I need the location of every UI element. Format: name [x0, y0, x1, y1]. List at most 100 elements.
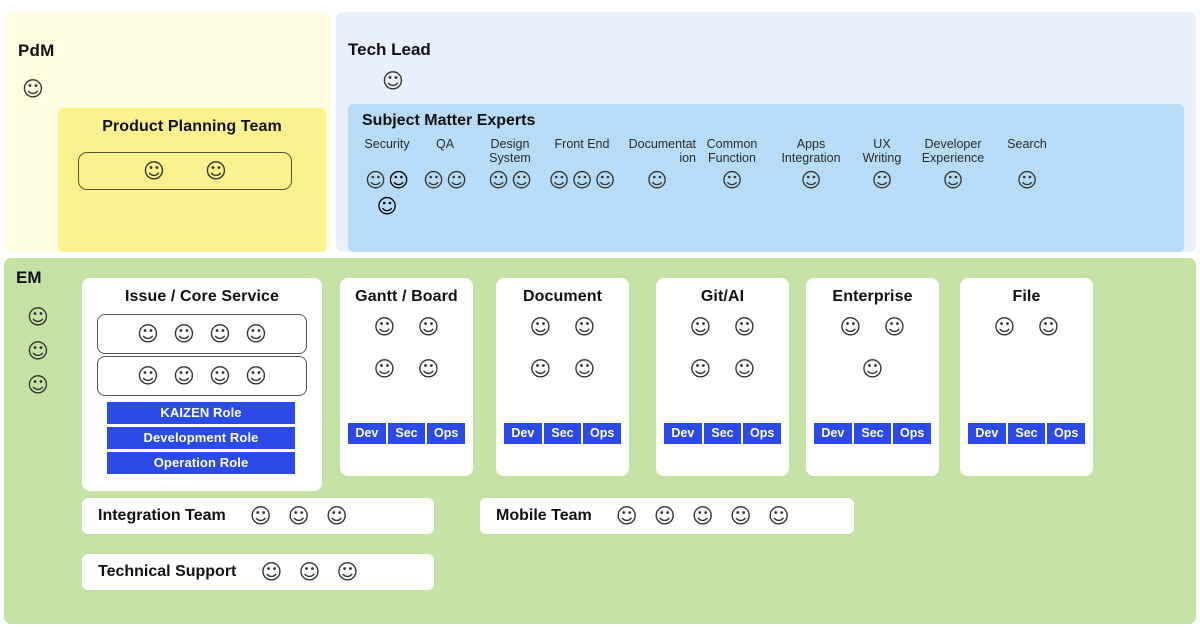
person-icon: ☺	[27, 339, 49, 363]
person-icon: ☺	[143, 159, 165, 183]
role-bar[interactable]: Development Role	[107, 427, 295, 449]
sme-column-members: ☺☺	[416, 170, 474, 191]
person-icon: ☺	[488, 168, 509, 192]
person-icon: ☺	[209, 322, 231, 346]
tag-ops[interactable]: Ops	[583, 423, 622, 444]
tag-dev[interactable]: Dev	[664, 423, 702, 444]
person-icon: ☺	[733, 357, 756, 381]
team-strip-technical-support[interactable]: Technical Support☺☺☺	[82, 554, 434, 590]
sme-column-security[interactable]: Security☺☺☺	[358, 137, 416, 247]
person-icon: ☺	[423, 168, 444, 192]
person-icon: ☺	[800, 168, 822, 192]
card-title: File	[1012, 288, 1041, 305]
sme-column-front-end[interactable]: Front End☺☺☺	[546, 137, 618, 247]
sme-column-members: ☺☺☺	[546, 170, 618, 191]
person-icon: ☺	[594, 168, 616, 192]
tag-sec[interactable]: Sec	[853, 423, 892, 444]
em-manager-faces: ☺ ☺ ☺	[27, 306, 49, 396]
sme-column-members: ☺	[996, 170, 1058, 191]
person-icon: ☺	[729, 504, 752, 528]
sme-column-design-system[interactable]: Design System☺☺	[474, 137, 546, 247]
tag-sec[interactable]: Sec	[703, 423, 742, 444]
person-icon: ☺	[388, 168, 409, 192]
person-icon: ☺	[27, 305, 49, 329]
sme-column-qa[interactable]: QA☺☺	[416, 137, 474, 247]
person-icon: ☺	[249, 504, 272, 528]
sme-column-members: ☺	[768, 170, 854, 191]
tag-sec[interactable]: Sec	[387, 423, 426, 444]
person-icon: ☺	[298, 560, 321, 584]
team-members: ☺☺☺	[236, 561, 358, 583]
sme-column-members: ☺	[854, 170, 910, 191]
person-icon: ☺	[548, 168, 570, 192]
sme-column-label: Apps Integration	[781, 137, 841, 165]
person-icon: ☺	[733, 315, 756, 339]
sme-column-ux-writing[interactable]: UX Writing☺	[854, 137, 910, 247]
person-icon: ☺	[573, 357, 596, 381]
person-icon: ☺	[173, 364, 195, 388]
subject-matter-experts-box: Subject Matter Experts Security☺☺☺QA☺☺De…	[348, 104, 1184, 252]
person-icon: ☺	[209, 364, 231, 388]
person-icon: ☺	[382, 69, 404, 93]
card-members: ☺☺☺☺	[340, 316, 473, 380]
tag-ops[interactable]: Ops	[743, 423, 782, 444]
sme-column-search[interactable]: Search☺	[996, 137, 1058, 247]
sme-column-members: ☺☺	[474, 170, 546, 191]
tag-dev[interactable]: Dev	[968, 423, 1006, 444]
em-label: EM	[16, 268, 42, 287]
tag-ops[interactable]: Ops	[1047, 423, 1086, 444]
product-planning-team-box: Product Planning Team ☺☺	[58, 108, 326, 252]
section-em: EM ☺☺☺ Issue / Core Service ☺☺☺☺ ☺☺☺☺ KA…	[4, 258, 1196, 624]
product-planning-team-title: Product Planning Team	[102, 118, 282, 135]
card-title: Document	[522, 288, 603, 305]
sme-column-members: ☺	[618, 170, 696, 191]
person-icon: ☺	[721, 168, 743, 192]
card-issue-core-service[interactable]: Issue / Core Service ☺☺☺☺ ☺☺☺☺ KAIZEN Ro…	[82, 278, 322, 491]
role-bar[interactable]: KAIZEN Role	[107, 402, 295, 424]
product-planning-team-members: ☺☺	[78, 152, 292, 190]
person-icon: ☺	[260, 560, 283, 584]
person-icon: ☺	[646, 168, 668, 192]
person-icon: ☺	[446, 168, 467, 192]
person-icon: ☺	[417, 357, 440, 381]
person-icon: ☺	[511, 168, 532, 192]
team-strip-integration-team[interactable]: Integration Team☺☺☺	[82, 498, 434, 534]
sme-column-apps-integration[interactable]: Apps Integration ☺	[768, 137, 854, 247]
person-icon: ☺	[27, 373, 49, 397]
sme-column-documentat-ion[interactable]: Documentat ion☺	[618, 137, 696, 247]
tag-dev[interactable]: Dev	[814, 423, 852, 444]
person-icon: ☺	[529, 357, 552, 381]
tag-dev[interactable]: Dev	[348, 423, 386, 444]
sme-column-list: Security☺☺☺QA☺☺Design System☺☺Front End☺…	[358, 137, 1178, 247]
sme-column-common-function[interactable]: Common Function ☺	[696, 137, 768, 247]
person-icon: ☺	[1037, 315, 1060, 339]
tag-dev[interactable]: Dev	[504, 423, 542, 444]
tech-lead-label: Tech Lead	[348, 40, 431, 59]
person-icon: ☺	[571, 168, 593, 192]
person-icon: ☺	[615, 504, 638, 528]
role-bar[interactable]: Operation Role	[107, 452, 295, 474]
card-members: ☺☺☺	[806, 316, 939, 380]
tag-sec[interactable]: Sec	[543, 423, 582, 444]
sme-column-developer-experience[interactable]: Developer Experience☺	[910, 137, 996, 247]
person-icon: ☺	[365, 168, 386, 192]
team-name: Technical Support	[98, 563, 237, 580]
tag-ops[interactable]: Ops	[893, 423, 932, 444]
sme-column-members: ☺	[910, 170, 996, 191]
person-icon: ☺	[839, 315, 862, 339]
person-icon: ☺	[653, 504, 676, 528]
tag-sec[interactable]: Sec	[1007, 423, 1046, 444]
team-strip-mobile-team[interactable]: Mobile Team☺☺☺☺☺	[480, 498, 854, 534]
sme-column-label: Common Function	[706, 137, 758, 165]
tag-ops[interactable]: Ops	[427, 423, 466, 444]
